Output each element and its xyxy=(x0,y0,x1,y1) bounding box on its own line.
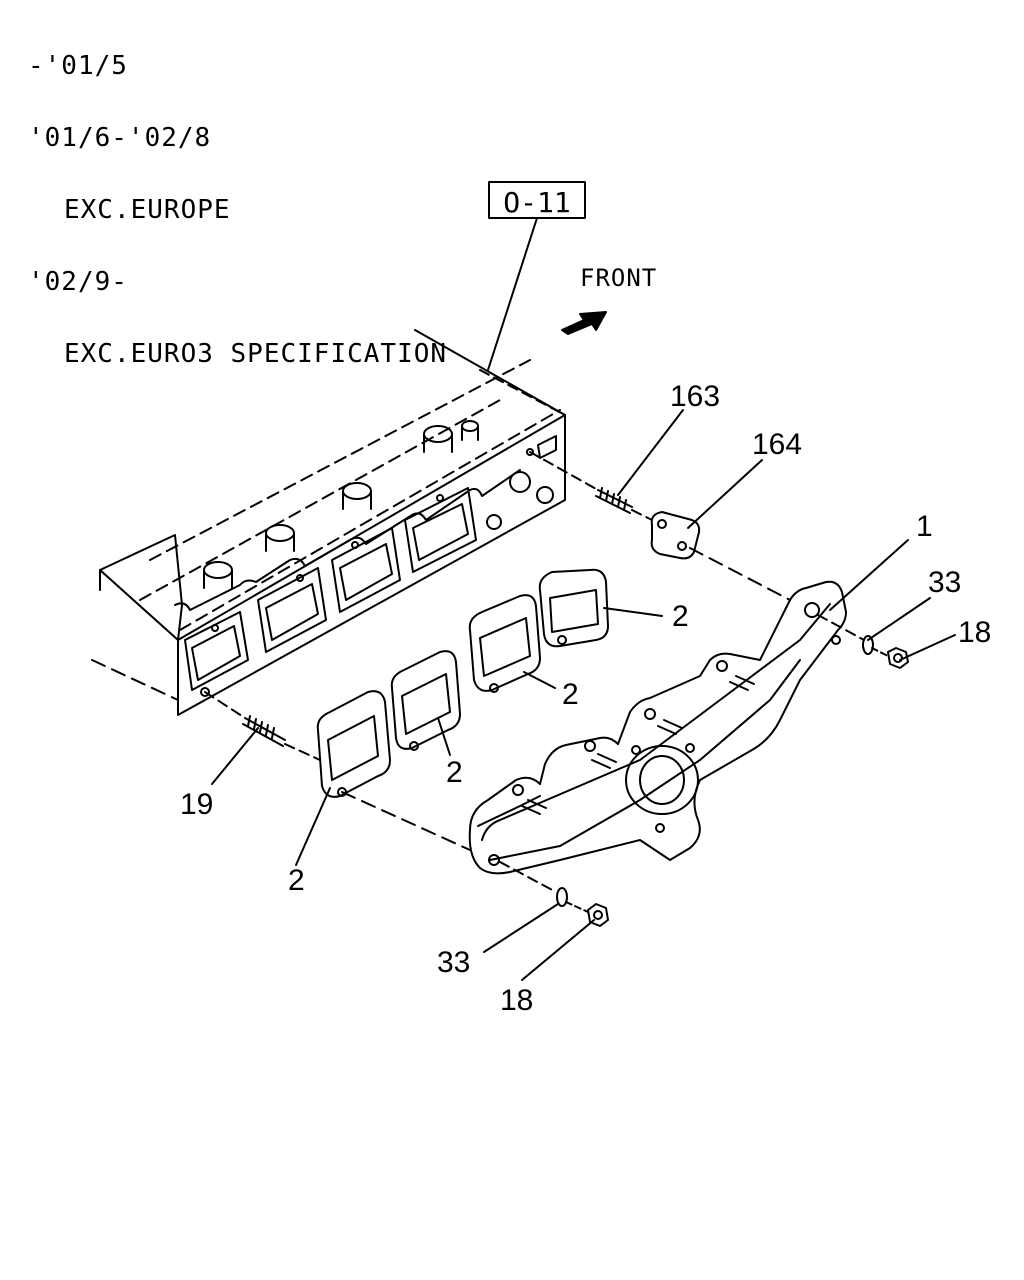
front-label: FRONT xyxy=(580,264,657,292)
callout-1: 1 xyxy=(916,510,933,543)
washer-33-top[interactable] xyxy=(862,635,874,655)
applicability-notes: -'01/5 '01/6-'02/8 EXC.EUROPE '02/9- EXC… xyxy=(28,6,447,390)
callout-2-d: 2 xyxy=(672,600,689,633)
stud-19[interactable] xyxy=(242,715,286,747)
washer-33-bottom[interactable] xyxy=(556,887,568,907)
callout-2-b: 2 xyxy=(446,756,463,789)
callout-18-top: 18 xyxy=(958,616,991,649)
gasket-2-b[interactable] xyxy=(390,650,461,751)
gasket-2-a[interactable] xyxy=(316,690,391,798)
callout-163: 163 xyxy=(670,380,720,413)
exhaust-manifold-1[interactable] xyxy=(468,580,847,875)
callout-19: 19 xyxy=(180,788,213,821)
callout-33-top: 33 xyxy=(928,566,961,599)
note-line-4: '02/9- xyxy=(28,267,128,297)
reference-label: O-11 xyxy=(503,186,570,219)
callout-164: 164 xyxy=(752,428,802,461)
gasket-2-c[interactable] xyxy=(468,594,541,693)
callout-2-a: 2 xyxy=(288,864,305,897)
reference-leader xyxy=(487,217,538,371)
nut-18-bottom[interactable] xyxy=(587,903,609,927)
note-line-3: EXC.EUROPE xyxy=(64,195,231,225)
callout-18-bottom: 18 xyxy=(500,984,533,1017)
note-line-2: '01/6-'02/8 xyxy=(28,123,212,153)
reference-box[interactable]: O-11 xyxy=(488,181,586,219)
front-arrow-icon xyxy=(561,311,607,335)
callout-33-bottom: 33 xyxy=(437,946,470,979)
note-line-1: -'01/5 xyxy=(28,51,128,81)
gasket-164[interactable] xyxy=(650,511,701,560)
stud-163[interactable] xyxy=(595,487,633,514)
gasket-2-d[interactable] xyxy=(538,568,609,648)
note-line-5: EXC.EURO3 SPECIFICATION xyxy=(64,339,448,369)
callout-2-c: 2 xyxy=(562,678,579,711)
cylinder-head xyxy=(91,329,566,716)
